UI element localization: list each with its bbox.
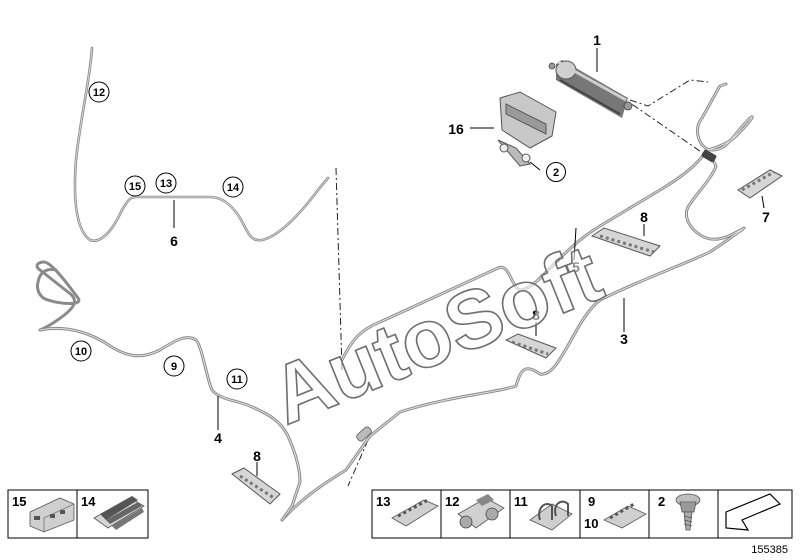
legend-label-15: 15 <box>12 494 26 509</box>
callout-9: 9 <box>171 361 177 373</box>
callout-7: 7 <box>762 209 770 225</box>
legend-label-9: 9 <box>588 494 595 509</box>
callout-ring-9 <box>163 355 185 377</box>
callout-2: 2 <box>553 167 559 179</box>
callout-5: 5 <box>572 259 580 275</box>
clip-8-upper <box>590 227 661 257</box>
quick-connector <box>701 149 717 163</box>
callout-1: 1 <box>593 32 601 48</box>
callout-12: 12 <box>93 87 105 99</box>
legend-label-11: 11 <box>514 494 528 509</box>
callout-14: 14 <box>227 182 240 194</box>
callout-15: 15 <box>129 181 141 193</box>
callout-ring-12 <box>88 81 110 103</box>
legend-label-14: 14 <box>81 494 96 509</box>
callout-6: 6 <box>170 233 178 249</box>
callout-8-middle: 8 <box>532 307 540 323</box>
diagram-id: 155385 <box>751 544 788 556</box>
watermark-text: AutoSoft <box>259 228 614 442</box>
legend-label-10: 10 <box>584 516 598 531</box>
legend-group-left: 15 14 <box>7 489 149 539</box>
legend-tile-12: 12 <box>445 494 505 529</box>
legend-tile-13: 13 <box>376 494 439 527</box>
leader-lines <box>173 48 765 476</box>
callout-ring-13 <box>155 172 177 194</box>
legend-tile-2: 2 <box>658 493 701 531</box>
callout-3: 3 <box>620 331 628 347</box>
legend-label-12: 12 <box>445 494 459 509</box>
callout-16: 16 <box>448 121 464 137</box>
legend-label-13: 13 <box>376 494 390 509</box>
callout-ring-10 <box>70 340 92 362</box>
legend-group-right: 13 12 11 9 10 2 <box>371 489 793 539</box>
legend-tile-14: 14 <box>81 494 145 530</box>
callout-11: 11 <box>231 374 243 386</box>
callout-8-upper: 8 <box>640 209 648 225</box>
legend-label-2: 2 <box>658 494 665 509</box>
dash-connectors <box>335 79 711 487</box>
clip-8-lower <box>231 467 281 505</box>
clip-8-middle <box>504 333 557 359</box>
line-connector <box>356 426 372 442</box>
filter-bracket <box>497 91 557 167</box>
legend-tile-11: 11 <box>514 494 573 531</box>
legend-tile-15: 15 <box>12 494 75 533</box>
legend-arrow-icon <box>725 493 782 531</box>
callout-ring-11 <box>226 368 248 390</box>
fuel-filter <box>548 60 633 118</box>
callout-4: 4 <box>214 430 222 446</box>
callout-13: 13 <box>160 178 172 190</box>
callout-ring-2 <box>546 162 566 182</box>
callout-labels: 1 16 2 12 15 13 14 6 5 8 7 3 8 10 9 11 4… <box>70 32 770 464</box>
callout-ring-15 <box>124 175 146 197</box>
fuel-line-6 <box>73 46 330 243</box>
clip-7 <box>737 169 783 199</box>
callout-ring-14 <box>222 176 244 198</box>
callout-10: 10 <box>75 346 87 358</box>
legend-tile-9-10: 9 10 <box>584 494 647 531</box>
callout-8-lower: 8 <box>253 448 261 464</box>
